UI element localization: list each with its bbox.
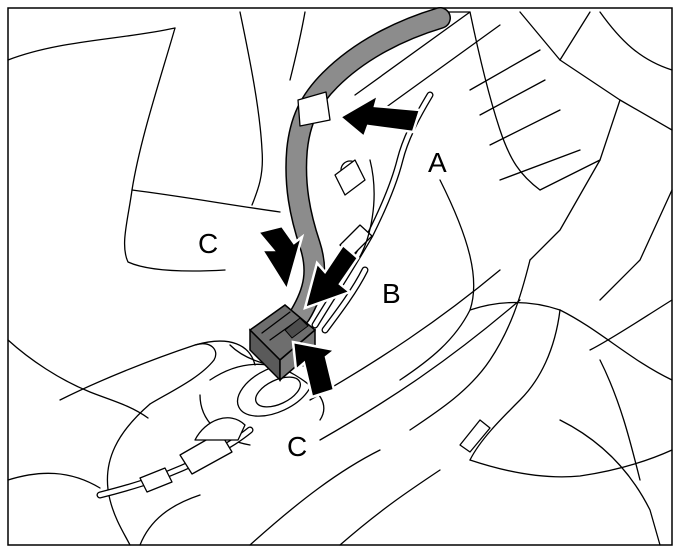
connector	[248, 304, 317, 382]
label-c-lower: C	[287, 431, 307, 462]
arrow-c-lower	[291, 340, 338, 399]
harness-fill	[286, 8, 450, 325]
label-b: B	[382, 278, 401, 309]
label-a: A	[428, 147, 447, 178]
lower-wire	[96, 417, 254, 499]
label-c-upper: C	[198, 228, 218, 259]
arrow-a	[337, 92, 422, 140]
background-structure	[7, 11, 673, 546]
main-harness	[285, 7, 451, 326]
arrow-b	[303, 243, 360, 310]
arrow-c-upper	[255, 224, 305, 294]
